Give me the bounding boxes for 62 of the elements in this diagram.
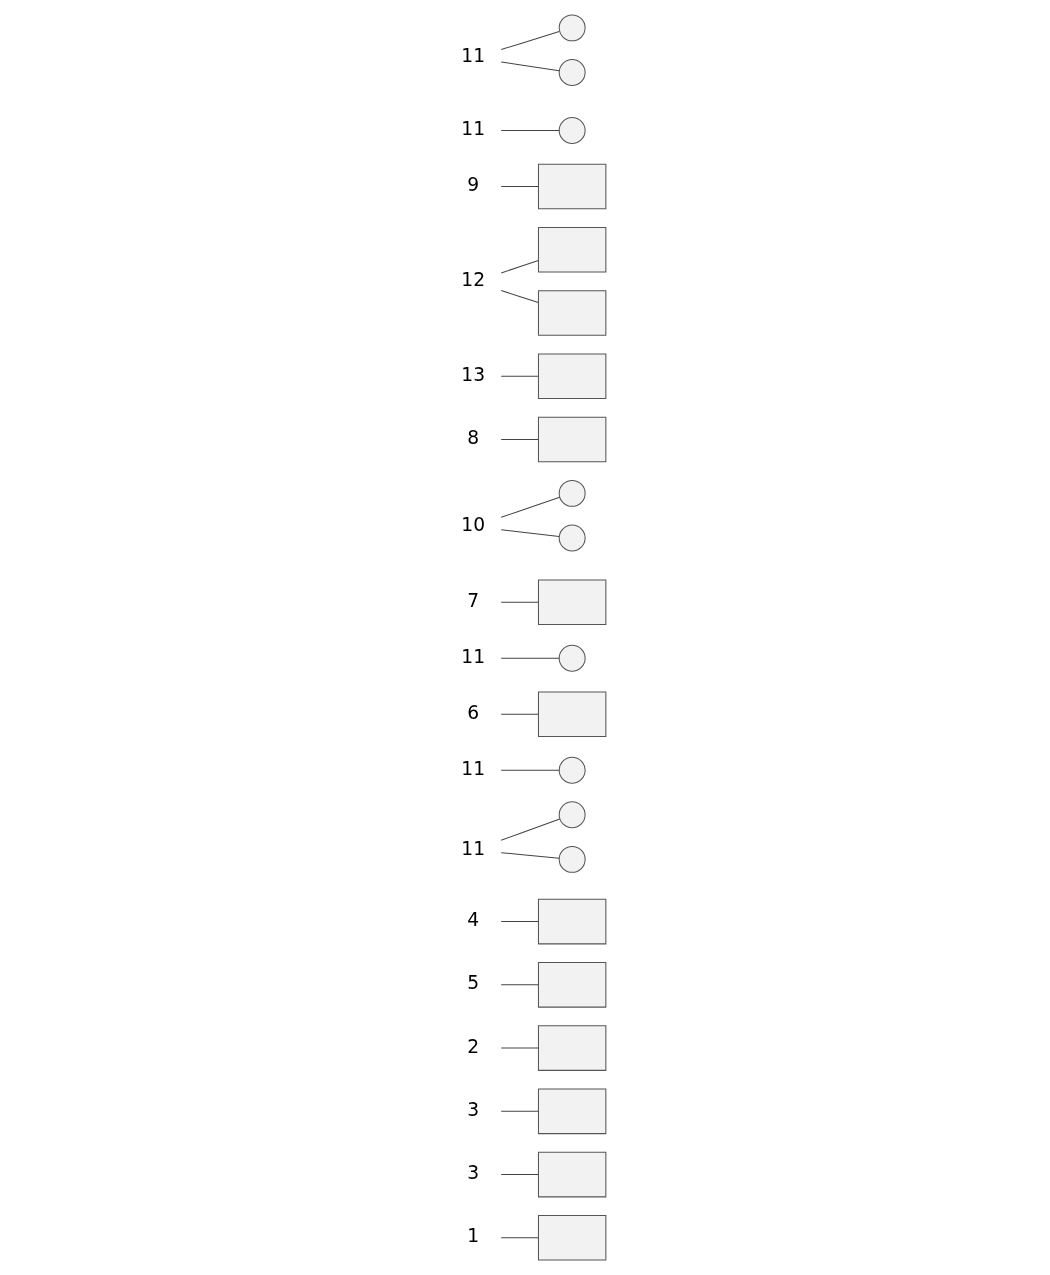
connector [500,769,560,771]
connector [500,260,539,274]
node-text: 4 [466,909,479,931]
node-circle [558,524,586,552]
node-text: 8 [466,427,479,449]
node-box [537,353,606,400]
connector [500,818,560,841]
connector [500,1110,539,1112]
node-circle [558,845,586,873]
node-box [537,898,606,945]
node-text: 2 [466,1035,479,1057]
node-box [537,1025,606,1071]
node-box [537,290,606,336]
node-text: 7 [466,589,479,611]
connector [500,31,560,51]
connector [500,290,539,303]
connector [500,601,539,603]
node-box [537,416,606,463]
connector [500,852,560,859]
node-box [537,163,606,210]
node-text: 11 [460,645,485,667]
node-circle [558,117,586,144]
connector [500,61,560,72]
node-circle [558,58,586,86]
node-text: 6 [466,701,479,723]
node-text: 13 [460,363,485,385]
node-box [537,962,606,1008]
node-text: 1 [466,1225,479,1247]
node-box [537,691,606,738]
connector [500,1237,539,1239]
connector [500,713,539,715]
connector [500,657,560,659]
node-circle [558,14,586,42]
connector [500,529,560,538]
node-box [537,1215,606,1261]
connector [500,130,560,131]
node-text: 11 [460,118,485,140]
connector [500,1047,539,1049]
connector [500,438,539,440]
node-text: 11 [460,757,485,779]
connector [500,375,539,377]
node-text: 9 [466,174,479,196]
connector [500,185,539,187]
node-text: 5 [466,972,479,994]
node-text: 10 [460,514,485,536]
node-text: 11 [460,45,485,67]
connector [500,921,539,923]
node-text: 3 [466,1098,479,1120]
node-circle [558,801,586,829]
node-circle [558,479,586,507]
node-text: 3 [466,1162,479,1184]
node-box [537,579,606,626]
node-text: 12 [460,269,485,291]
connector [500,496,560,518]
node-box [537,1088,606,1135]
connector [500,984,539,986]
node-box [537,1151,606,1198]
node-circle [558,644,586,672]
node-circle [558,756,586,784]
connector [500,1174,539,1176]
node-box [537,226,606,273]
node-text: 11 [460,837,485,859]
